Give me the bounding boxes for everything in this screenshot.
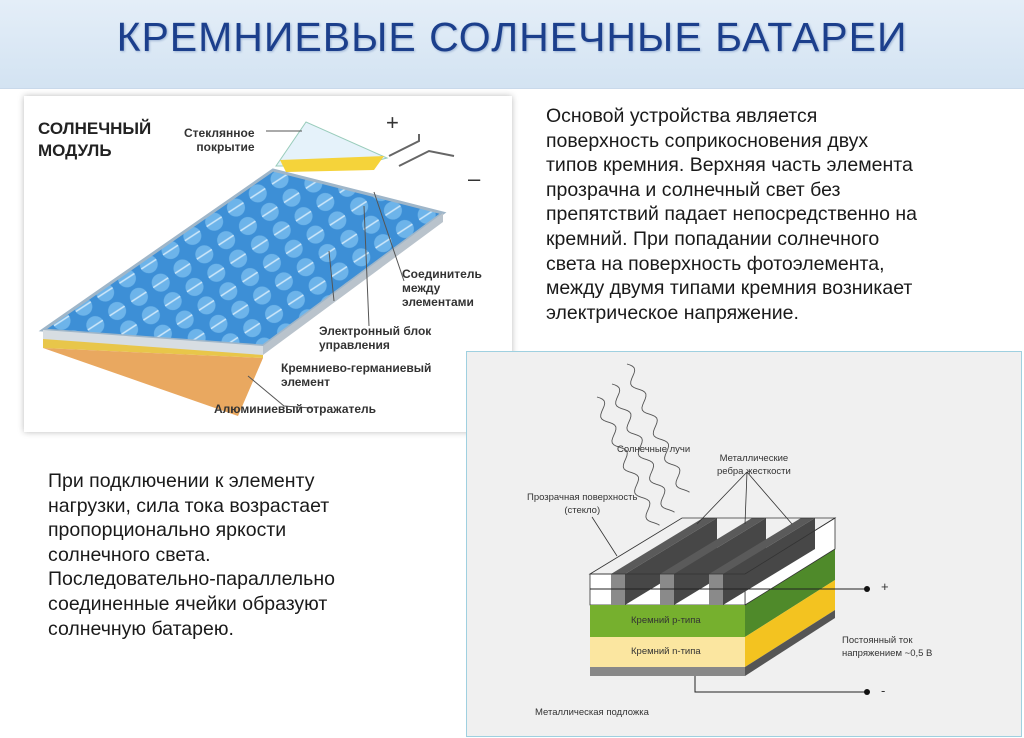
label-element-line1: Кремниево-германиевый	[281, 361, 432, 375]
label-connector-line2: между	[402, 281, 441, 295]
metal-rib	[674, 518, 766, 605]
label-sun-rays: Солнечные лучи	[617, 444, 691, 455]
module-heading-line2: МОДУЛЬ	[38, 141, 112, 160]
metal-substrate	[590, 667, 745, 676]
metal-rib	[660, 518, 766, 574]
label-glass-line2: покрытие	[196, 140, 255, 154]
n-type-layer	[590, 637, 745, 667]
label-connector-line3: элементами	[402, 295, 474, 309]
terminal-minus: -	[881, 683, 886, 698]
metal-rib	[611, 518, 717, 574]
label-n-type: Кремний n-типа	[631, 646, 701, 657]
label-ribs-line1: Металлические	[719, 453, 789, 464]
description-top: Основой устройства является поверхность …	[546, 105, 917, 324]
label-dc-line1: Постоянный ток	[842, 635, 913, 646]
label-dc-line2: напряжением ~0,5 В	[842, 647, 933, 659]
label-glass-surface-line2: (стекло)	[564, 504, 601, 516]
plus-sign: +	[386, 110, 399, 135]
minus-sign: –	[468, 166, 481, 191]
title-bar: КРЕМНИЕВЫЕ СОЛНЕЧНЫЕ БАТАРЕИ	[0, 0, 1024, 89]
module-heading-line1: СОЛНЕЧНЫЙ	[38, 119, 152, 138]
solar-module-illustration	[38, 121, 455, 416]
sun-ray	[611, 383, 675, 513]
terminal-plus: +	[881, 579, 889, 594]
metal-rib	[723, 518, 815, 605]
metal-rib	[709, 518, 815, 574]
label-glass-surface-line1: Прозрачная поверхность	[527, 492, 638, 503]
label-element-line2: элемент	[281, 375, 330, 389]
label-control-line1: Электронный блок	[319, 324, 432, 338]
sun-rays-icon	[596, 363, 690, 526]
sun-ray	[626, 363, 690, 493]
label-ribs-line2: ребра жесткости	[717, 465, 791, 477]
label-connector-line1: Соединитель	[402, 267, 482, 281]
solar-cell-illustration	[588, 363, 870, 695]
label-metal-substrate: Металлическая подложка	[535, 707, 649, 718]
slide-title: КРЕМНИЕВЫЕ СОЛНЕЧНЫЕ БАТАРЕИ	[116, 14, 908, 60]
label-p-type: Кремний p-типа	[631, 615, 701, 626]
p-type-layer	[590, 605, 745, 637]
sun-ray	[596, 396, 660, 526]
label-glass-line1: Стеклянное	[184, 126, 255, 140]
metal-rib	[625, 518, 717, 605]
label-glass-surface: Прозрачная поверхность(стекло)	[527, 492, 637, 517]
label-control-line2: управления	[319, 338, 390, 352]
description-bottom: При подключении к элементу нагрузки, сил…	[48, 470, 335, 640]
label-reflector: Алюминиевый отражатель	[214, 402, 377, 416]
module-heading: СОЛНЕЧНЫЙ МОДУЛЬ	[38, 118, 151, 162]
